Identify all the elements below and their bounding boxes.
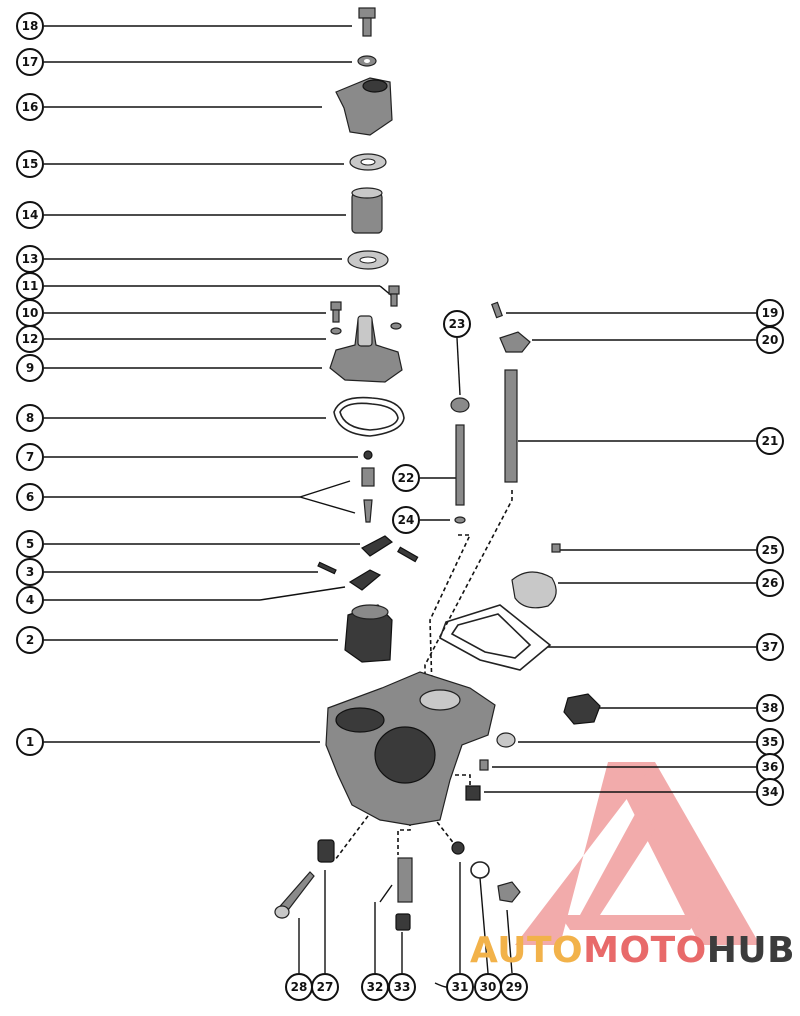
svg-text:9: 9 xyxy=(26,361,34,375)
callout-34: 34 xyxy=(756,778,784,806)
callout-28: 28 xyxy=(285,973,313,1001)
svg-text:3: 3 xyxy=(26,565,34,579)
svg-text:21: 21 xyxy=(762,434,779,448)
callout-33: 33 xyxy=(388,973,416,1001)
callout-16: 16 xyxy=(16,93,44,121)
svg-text:34: 34 xyxy=(762,785,779,799)
svg-text:37: 37 xyxy=(762,640,779,654)
svg-text:30: 30 xyxy=(480,980,497,994)
callout-27: 27 xyxy=(311,973,339,1001)
svg-text:17: 17 xyxy=(22,55,39,69)
callout-9: 9 xyxy=(16,354,44,382)
svg-text:18: 18 xyxy=(22,19,39,33)
svg-text:35: 35 xyxy=(762,735,779,749)
svg-text:1: 1 xyxy=(26,735,34,749)
callout-36: 36 xyxy=(756,753,784,781)
svg-text:26: 26 xyxy=(762,576,779,590)
callout-29: 29 xyxy=(500,973,528,1001)
callout-2: 2 xyxy=(16,626,44,654)
callout-11: 11 xyxy=(16,272,44,300)
callout-1: 1 xyxy=(16,728,44,756)
callout-25: 25 xyxy=(756,536,784,564)
callout-17: 17 xyxy=(16,48,44,76)
watermark-logo-icon xyxy=(515,762,760,945)
callout-14: 14 xyxy=(16,201,44,229)
svg-text:22: 22 xyxy=(398,471,415,485)
callout-32: 32 xyxy=(361,973,389,1001)
svg-text:11: 11 xyxy=(22,279,39,293)
svg-text:27: 27 xyxy=(317,980,334,994)
callout-38: 38 xyxy=(756,694,784,722)
svg-text:15: 15 xyxy=(22,157,39,171)
brand-moto: MOTO xyxy=(583,930,707,971)
callout-18: 18 xyxy=(16,12,44,40)
callout-21: 21 xyxy=(756,427,784,455)
svg-text:16: 16 xyxy=(22,100,39,114)
svg-text:14: 14 xyxy=(22,208,39,222)
callout-24: 24 xyxy=(392,506,420,534)
callout-20: 20 xyxy=(756,326,784,354)
svg-text:32: 32 xyxy=(367,980,384,994)
callout-5: 5 xyxy=(16,530,44,558)
svg-text:23: 23 xyxy=(449,317,466,331)
svg-text:4: 4 xyxy=(26,593,34,607)
svg-text:5: 5 xyxy=(26,537,34,551)
svg-text:2: 2 xyxy=(26,633,34,647)
svg-text:20: 20 xyxy=(762,333,779,347)
callout-35: 35 xyxy=(756,728,784,756)
svg-text:36: 36 xyxy=(762,760,779,774)
svg-text:29: 29 xyxy=(506,980,523,994)
watermark-brand-text: AUTOMOTOHUB xyxy=(470,930,800,980)
svg-text:8: 8 xyxy=(26,411,34,425)
svg-text:19: 19 xyxy=(762,306,779,320)
leader-lines xyxy=(44,25,756,988)
callout-23: 23 xyxy=(443,310,471,338)
callout-3: 3 xyxy=(16,558,44,586)
callout-13: 13 xyxy=(16,245,44,273)
svg-text:13: 13 xyxy=(22,252,39,266)
callout-26: 26 xyxy=(756,569,784,597)
callout-7: 7 xyxy=(16,443,44,471)
callout-12: 12 xyxy=(16,325,44,353)
callout-4: 4 xyxy=(16,586,44,614)
svg-text:33: 33 xyxy=(394,980,411,994)
callout-8: 8 xyxy=(16,404,44,432)
svg-text:7: 7 xyxy=(26,450,34,464)
callout-22: 22 xyxy=(392,464,420,492)
svg-text:10: 10 xyxy=(22,306,39,320)
brand-hub: HUB xyxy=(706,930,796,971)
svg-text:38: 38 xyxy=(762,701,779,715)
svg-text:6: 6 xyxy=(26,490,34,504)
svg-text:12: 12 xyxy=(22,332,39,346)
callout-31: 31 xyxy=(446,973,474,1001)
part-drawings xyxy=(274,7,601,931)
svg-text:24: 24 xyxy=(398,513,415,527)
brand-auto: AUTO xyxy=(470,930,584,971)
svg-text:25: 25 xyxy=(762,543,779,557)
callout-30: 30 xyxy=(474,973,502,1001)
svg-text:28: 28 xyxy=(291,980,308,994)
callout-6: 6 xyxy=(16,483,44,511)
callout-19: 19 xyxy=(756,299,784,327)
callout-37: 37 xyxy=(756,633,784,661)
callout-15: 15 xyxy=(16,150,44,178)
svg-text:31: 31 xyxy=(452,980,469,994)
callout-10: 10 xyxy=(16,299,44,327)
